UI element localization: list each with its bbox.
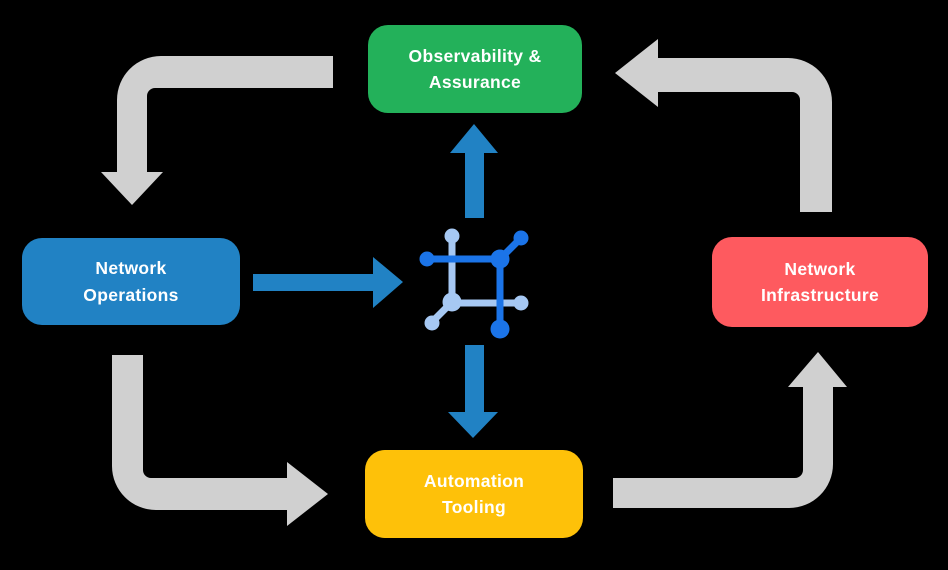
cycle-arrow-observability-to-operations [101, 56, 333, 205]
flow-arrow-hub-to-observability [450, 124, 498, 218]
hub-icon-dark-parts [419, 230, 529, 339]
node-infrastructure-label: Network Infrastructure [761, 258, 879, 305]
flow-arrow-hub-to-automation [448, 345, 498, 438]
node-operations-label: Network Operations [83, 258, 179, 305]
node-observability-label: Observability & Assurance [408, 45, 542, 92]
node-automation-tooling: Automation Tooling [365, 450, 583, 538]
cycle-arrow-infrastructure-to-observability [615, 39, 832, 212]
node-observability-assurance: Observability & Assurance [368, 25, 582, 113]
cycle-arrow-operations-to-automation [112, 355, 328, 526]
hub-icon-light-parts [424, 228, 529, 331]
node-automation-label: Automation Tooling [423, 470, 525, 517]
node-network-operations: Network Operations [22, 238, 240, 325]
flow-arrow-operations-to-hub [253, 257, 403, 308]
network-automation-hub-icon [419, 228, 529, 339]
cycle-arrow-automation-to-infrastructure [613, 352, 847, 508]
node-network-infrastructure: Network Infrastructure [712, 237, 928, 327]
